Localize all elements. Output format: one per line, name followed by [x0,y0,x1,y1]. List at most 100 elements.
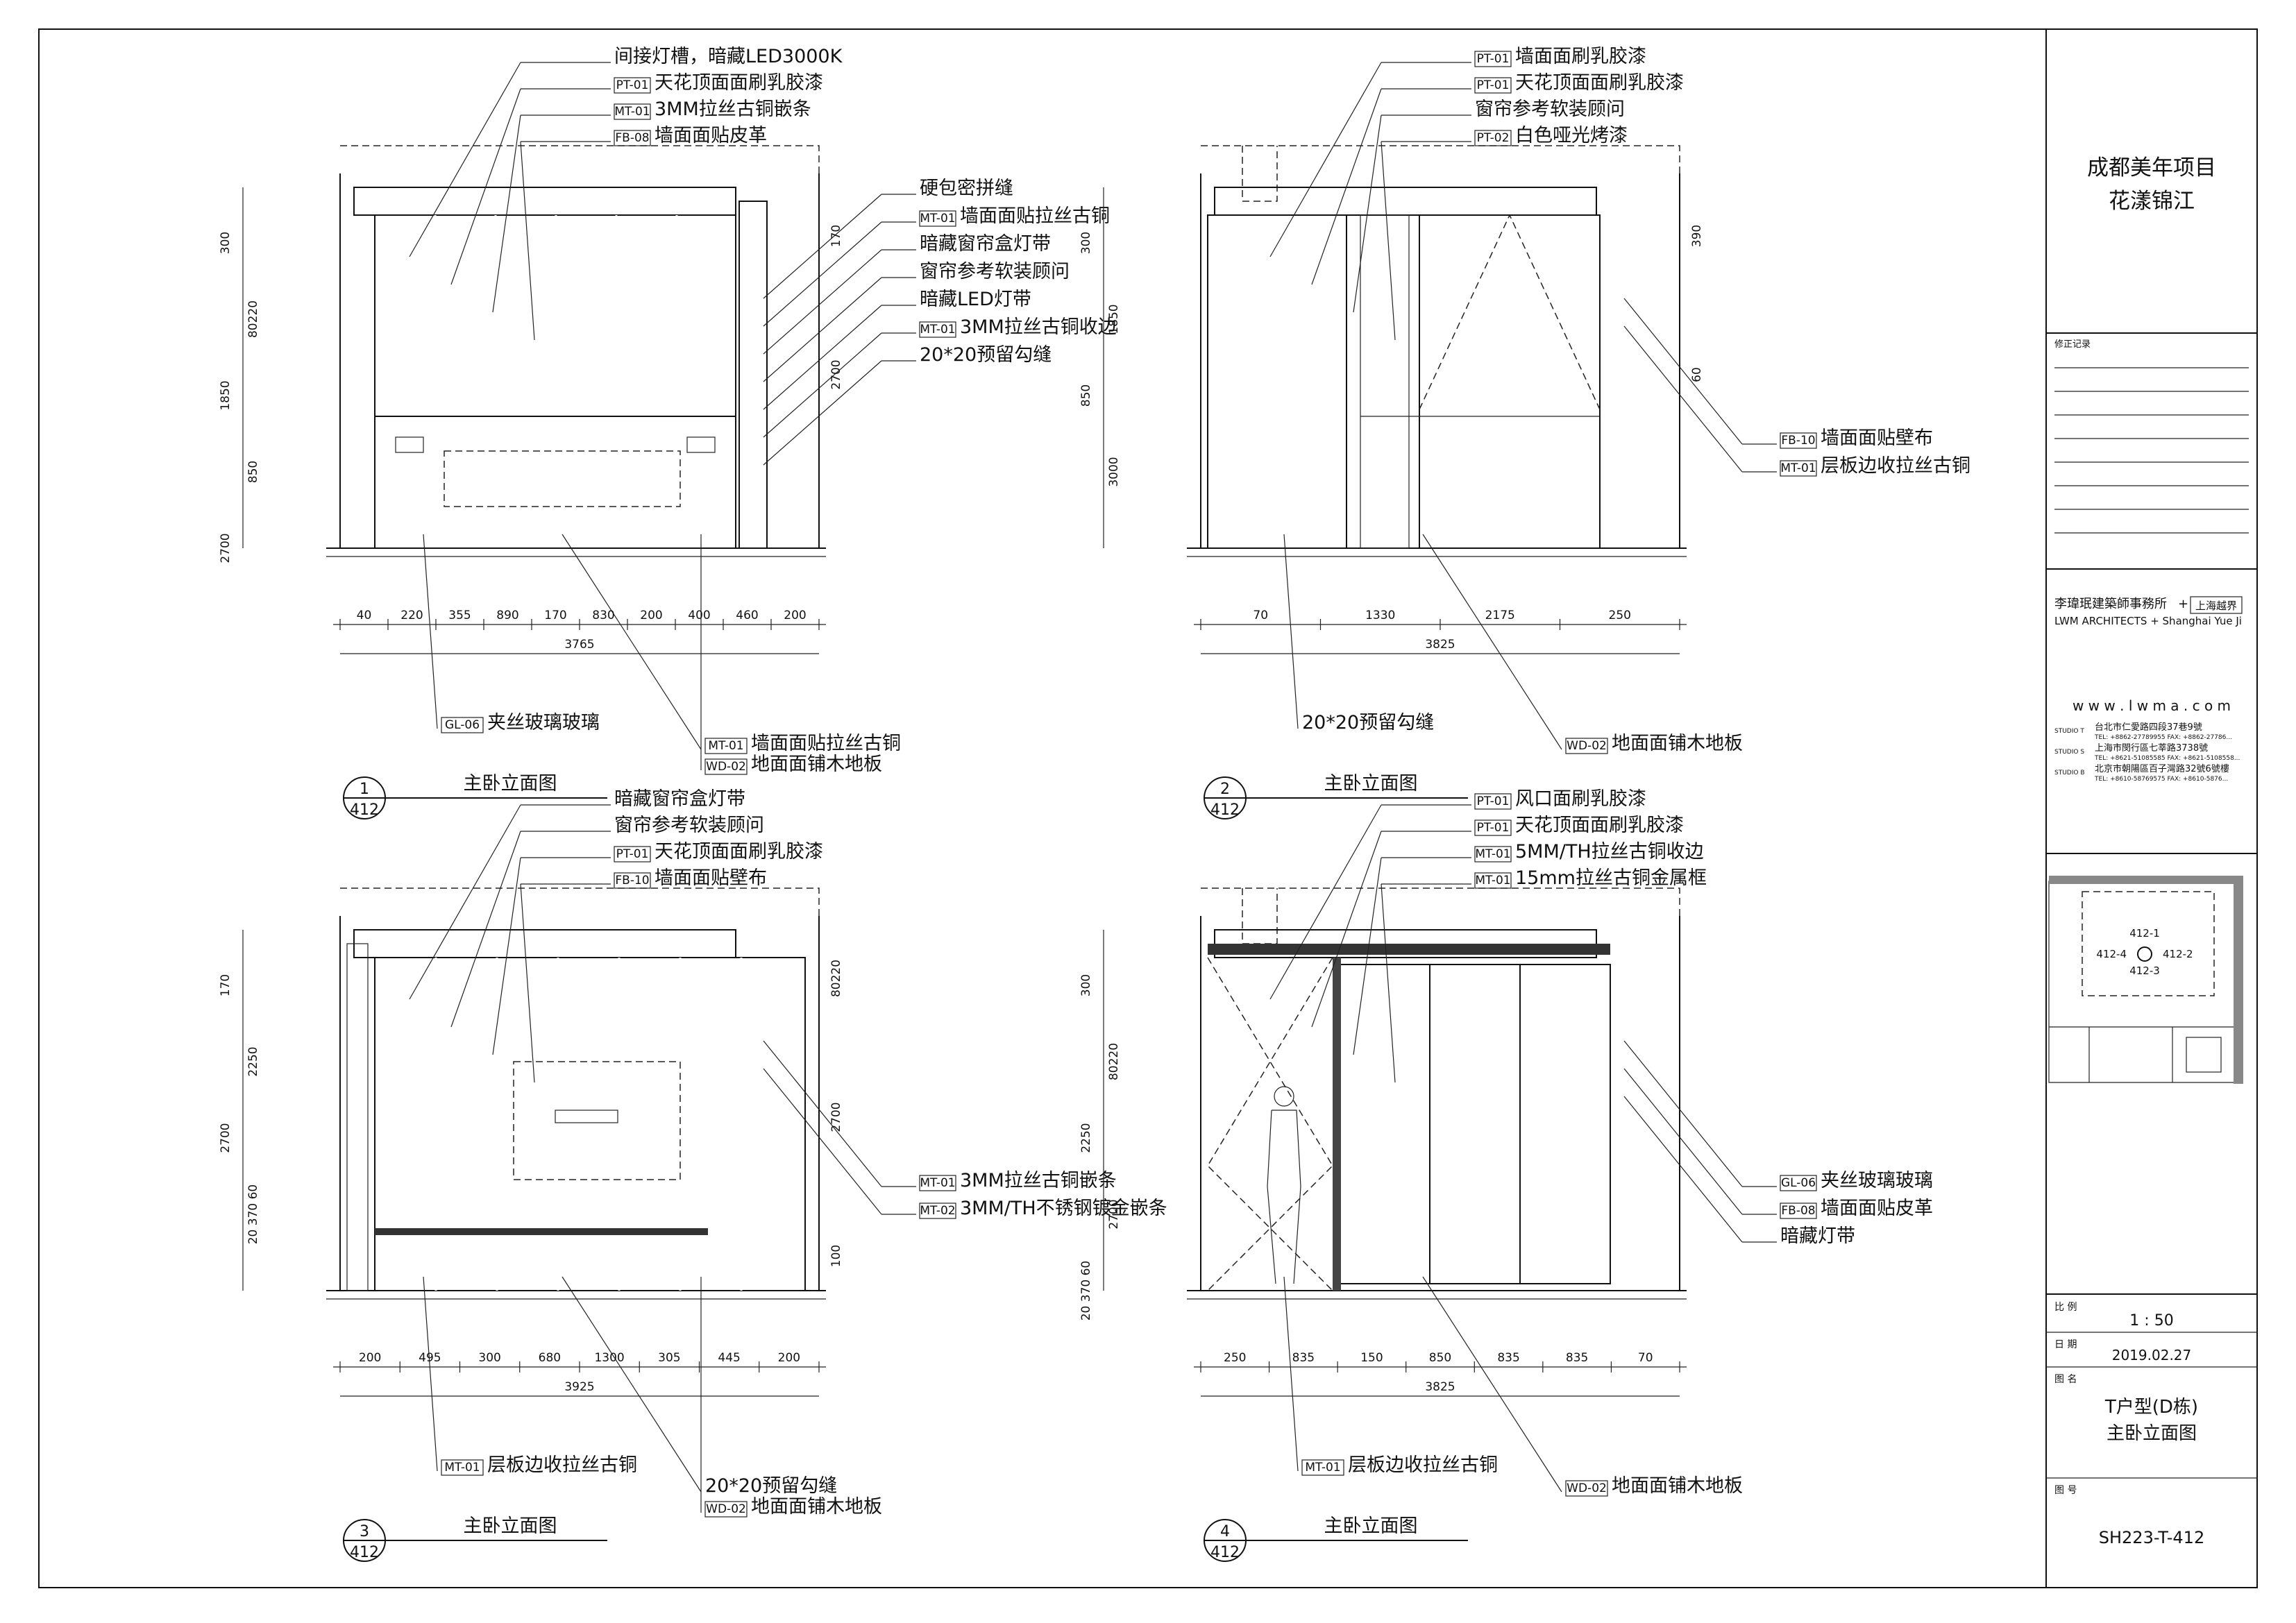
leader-line [1311,88,1471,285]
fabric-wall [374,957,806,1291]
material-tag-box [704,758,748,775]
leader-line [1623,1096,1777,1243]
callout-label: 白色哑光烤漆 [1515,125,1628,146]
dimension-value: 300 [478,1351,500,1365]
dimension-value: 495 [419,1351,441,1365]
studio-label: STUDIO S [2054,749,2084,756]
ceiling-outline [1201,887,1680,951]
leader-line [492,857,611,1055]
callout-label: 3MM拉丝古铜嵌条 [655,99,811,120]
callout-label: 暗藏LED灯带 [920,289,1031,310]
dimension-value: 850 [246,461,260,483]
dimension-value: 2700 [829,359,843,389]
material-tag-box [614,103,651,120]
callout-label: 夹丝玻璃玻璃 [1821,1170,1933,1191]
dimension-value: 850 [1429,1351,1451,1365]
material-tag: WD-02 [706,760,746,774]
callout-label: 层板边收拉丝古铜 [1821,455,1970,477]
curtain-box [738,201,768,549]
callout-label: 天花顶面面刷乳胶漆 [655,72,823,94]
dimension-value: 250 [1224,1351,1246,1365]
material-tag-box [1565,1480,1608,1497]
dimension-value: 200 [784,609,806,622]
leader-line [409,804,611,1000]
material-tag-box [1474,846,1512,863]
material-tag: FB-10 [1781,434,1815,448]
dimension-value: 2700 [829,1102,843,1132]
dimension-value: 2700 [219,1123,233,1153]
headboard-outline [444,450,681,507]
drawing-sheet-ref: 412 [350,1544,379,1561]
leader-line [520,883,611,1083]
callout-label: 墙面面贴皮革 [655,125,767,146]
dimension-value: 20 370 60 [246,1184,260,1245]
material-tag-box [614,846,651,863]
key-plan-label: 412-1 [2129,927,2160,940]
leader-line [409,62,611,257]
material-tag: PT-01 [1477,78,1510,92]
firm-block: 李瑋珉建築師事務所 + 上海越界 LWM ARCHITECTS + Shangh… [2054,596,2243,783]
dimension-value: 2250 [246,1046,260,1076]
leader-line [1269,804,1471,1000]
firm-name-cn: 李瑋珉建築師事務所 [2054,597,2167,611]
dimension-value: 20 370 60 [1079,1261,1093,1321]
material-tag-box [919,321,956,338]
callout-label: 硬包密拼缝 [920,178,1013,199]
key-plan-fixture [2186,1037,2222,1073]
key-plan-partitions [2049,1026,2234,1082]
leather-wall [1339,964,1611,1284]
studio-address: 台北市仁愛路四段37巷9號 [2095,722,2202,733]
studio-contact: TEL: +8621-51085585 FAX: +8621-5108558..… [2094,755,2240,762]
dimension-value: 80220 [829,960,843,997]
drawing-number-label: 1 [360,781,369,798]
callout-label: 3MM/TH不锈钢镀金嵌条 [960,1198,1167,1219]
material-tag: MT-01 [1475,847,1510,861]
dimension-value: 200 [778,1351,800,1365]
material-tag: FB-08 [615,131,649,145]
leader-line [423,1276,438,1472]
key-plan-marker-icon [2137,946,2152,962]
material-tag-box [614,130,651,146]
callout-label: 窗帘参考软装顾问 [614,815,764,836]
material-tag-box [1474,793,1512,810]
material-tag: FB-10 [615,874,649,887]
material-tag-box [441,1459,484,1476]
callout-label: 20*20预留勾缝 [1302,712,1434,733]
dimension-value: 355 [448,609,471,622]
material-tag: MT-02 [920,1204,955,1218]
scale-figure [1267,1110,1301,1284]
dimension-value: 170 [219,974,233,996]
key-plan-top-wall [2049,876,2243,884]
material-tag-box [919,1175,956,1191]
leader-line [1381,141,1471,341]
callout-label: 墙面面贴拉丝古铜 [751,733,901,754]
dimension-value: 250 [1609,609,1631,622]
material-tag-box [1474,130,1512,146]
material-tag: MT-01 [1475,874,1510,887]
leader-line [450,831,611,1028]
studio-address: 北京市朝陽區百子灣路32號6號樓 [2095,763,2229,774]
callout-label: 20*20预留勾缝 [920,344,1052,366]
ceiling-soffit [353,929,736,958]
dimension-value: 830 [592,609,614,622]
dimension-value: 2175 [1485,609,1515,622]
dimension-value: 40 [357,609,372,622]
leader-line [1269,62,1471,257]
callout-label: 地面面铺木地板 [751,754,882,775]
dimension-total: 3825 [1425,1380,1455,1394]
dimension-value: 3000 [1107,457,1121,486]
material-tag: MT-01 [1780,461,1816,475]
callout-label: 层板边收拉丝古铜 [487,1454,637,1476]
dimension-value: 400 [688,609,710,622]
dimension-value: 2700 [1107,1199,1121,1229]
callout-label: 5MM/TH拉丝古铜收边 [1515,841,1704,863]
dimension-value: 850 [1079,384,1093,407]
material-tag-box [1565,738,1608,754]
material-tag-box [614,872,651,889]
drawing-number-label: 3 [360,1523,369,1540]
drawing-number-label: 2 [1220,781,1230,798]
ceiling-soffit [353,187,736,216]
drawing-sheet-ref: 412 [1210,1544,1240,1561]
